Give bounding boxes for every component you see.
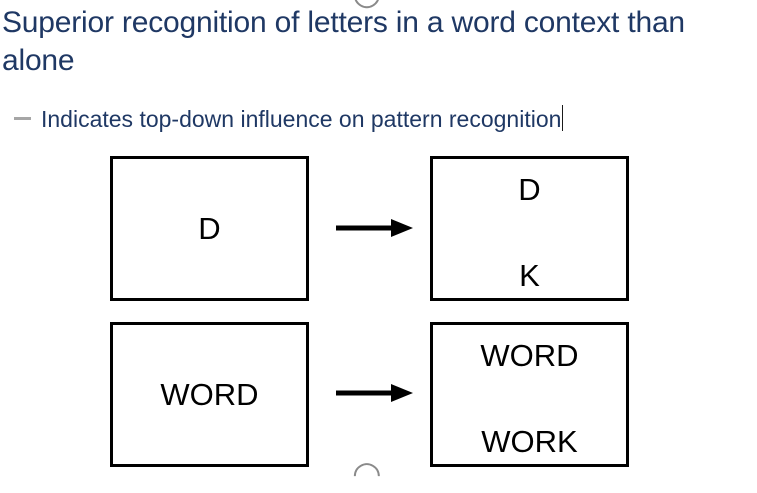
panel-text-line: WORD [160, 376, 259, 412]
slide-canvas: ◡ Superior recognition of letters in a w… [2, 0, 694, 491]
bullet-item-label: Indicates top-down influence on pattern … [41, 106, 562, 132]
panel-text-line: WORD [480, 338, 579, 373]
panel-letter-in-context[interactable]: D K [430, 156, 629, 301]
panel-word-alone[interactable]: WORD [110, 322, 309, 467]
clipped-glyph-top: ◡ [352, 0, 382, 10]
panel-text-line: K [519, 258, 540, 293]
panel-word-in-context[interactable]: WORD WORK [430, 322, 629, 467]
panel-text-line: D [518, 172, 541, 207]
panel-text-line: D [198, 210, 221, 246]
panel-letter-alone[interactable]: D [110, 156, 309, 301]
text-cursor-caret [562, 105, 564, 131]
bullet-dash-icon [14, 117, 31, 120]
arrow-right-icon-letter [336, 219, 413, 237]
comparison-diagram: D D K WORD WORD WORK [110, 156, 629, 467]
arrow-right-icon-word [336, 384, 413, 402]
page-title: Superior recognition of letters in a wor… [2, 6, 694, 77]
clipped-glyph-bottom: ◠ [352, 455, 382, 493]
bullet-list-item[interactable]: Indicates top-down influence on pattern … [14, 101, 564, 133]
panel-text-line: WORK [481, 424, 578, 459]
